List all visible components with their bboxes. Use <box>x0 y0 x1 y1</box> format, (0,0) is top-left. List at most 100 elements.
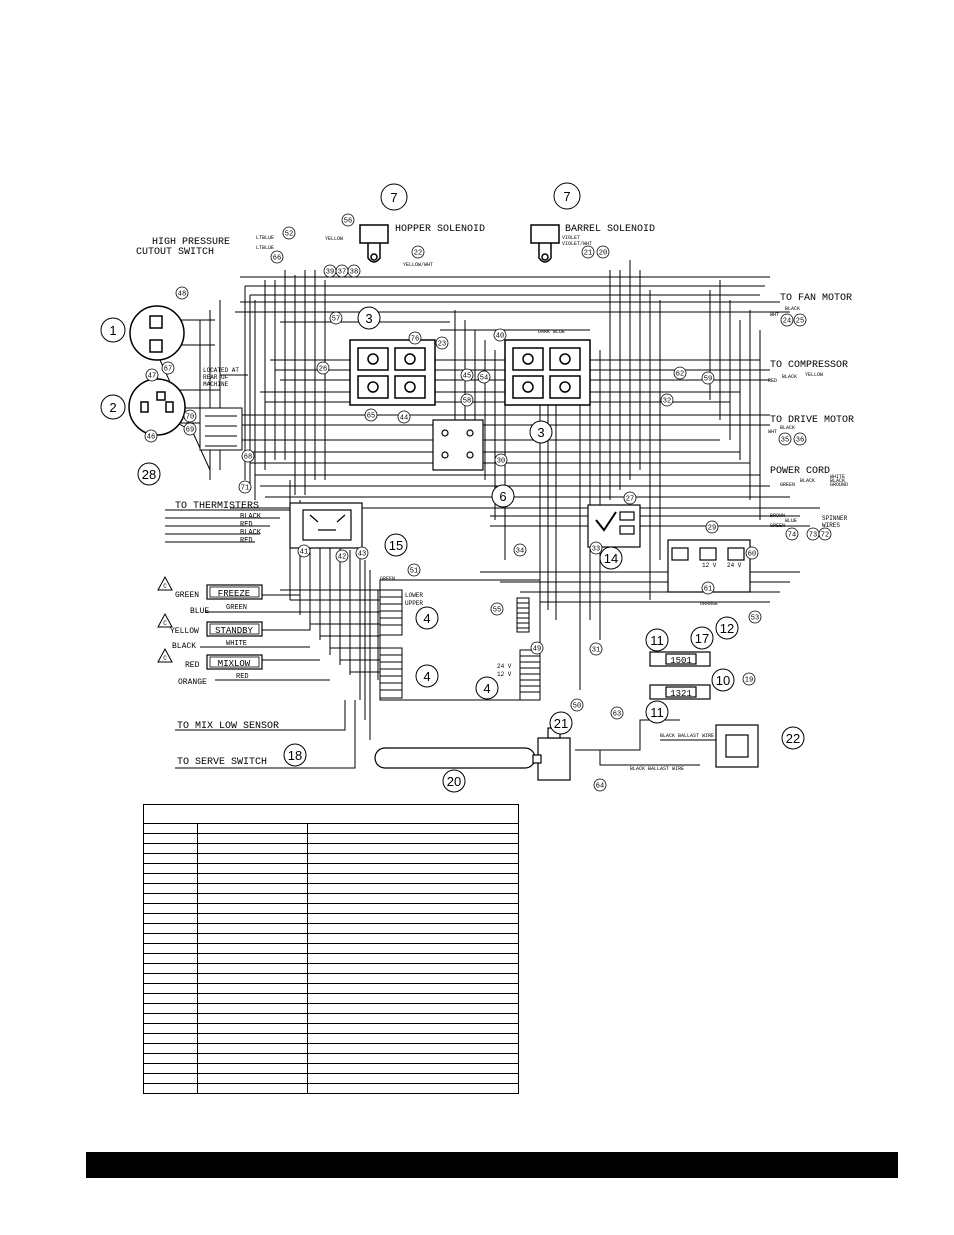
table-cell <box>196 823 308 834</box>
high-pressure-label: HIGH PRESSURE <box>152 237 230 248</box>
indicator-mixlow-display: MIXLOW <box>218 659 251 669</box>
table-row <box>143 1083 520 1094</box>
ballast-code-lower: 1321 <box>670 689 692 699</box>
black-label: BLACK <box>172 642 196 651</box>
located-label-1: LOCATED AT <box>203 367 239 374</box>
wire-color-label: GREEN <box>780 482 795 488</box>
wire-number: 38 <box>350 269 358 277</box>
table-row <box>143 1053 520 1064</box>
wire-number-circle <box>364 408 378 422</box>
callout-circle <box>690 626 714 650</box>
lower-label: LOWER <box>405 592 423 599</box>
table-cell <box>306 1033 520 1044</box>
wire-color-label: WHT <box>768 429 777 435</box>
wire-number-circle <box>570 698 584 712</box>
switch-6 <box>432 419 484 471</box>
barrel-solenoid-label: BARREL SOLENOID <box>565 224 655 235</box>
wire-number: 43 <box>358 551 366 559</box>
hopper-solenoid-label: HOPPER SOLENOID <box>395 224 485 235</box>
table-cell <box>143 873 198 884</box>
table-cell <box>143 1003 198 1014</box>
callout-number: 1 <box>109 323 116 338</box>
to-compressor-label: TO COMPRESSOR <box>770 360 848 371</box>
wiring-diagram: FREEZE STANDBY MIXLOW C C C HOPPER SOLEN… <box>100 182 854 793</box>
wire-number-circle <box>493 328 507 342</box>
callout-number: 3 <box>365 311 372 326</box>
table-cell <box>306 1003 520 1014</box>
wire-number-circle <box>705 520 719 534</box>
table-cell <box>143 1023 198 1034</box>
wire-color-label: WHITE <box>830 474 845 480</box>
callout-number: 18 <box>288 748 302 763</box>
table-row <box>143 1003 520 1014</box>
table-row <box>143 913 520 924</box>
wire-number-circle <box>660 393 674 407</box>
wire-number-circle <box>270 250 284 264</box>
wire-color-label: GREEN <box>770 523 785 529</box>
thermister-wire: RED <box>240 537 253 545</box>
relay-14 <box>587 504 641 548</box>
table-cell <box>143 863 198 874</box>
wire-number-circle <box>238 480 252 494</box>
to-fan-motor-label: TO FAN MOTOR <box>780 293 852 304</box>
transformer-22 <box>715 724 759 768</box>
table-cell <box>306 893 520 904</box>
spinner-label-1: SPINNER <box>822 515 848 522</box>
wire-number: 26 <box>319 366 327 374</box>
table-cell <box>143 1053 198 1064</box>
callout-number: 21 <box>554 716 568 731</box>
table-cell <box>196 1023 308 1034</box>
callout-number: 4 <box>423 611 430 626</box>
table-cell <box>196 903 308 914</box>
green-label: GREEN <box>175 591 199 600</box>
table-cell <box>196 973 308 984</box>
table-cell <box>143 833 198 844</box>
indicator-mixlow: MIXLOW <box>206 654 263 670</box>
table-cell <box>306 1063 520 1074</box>
wire-number-circle <box>748 610 762 624</box>
callout-circle <box>100 317 126 343</box>
wire-number-circle <box>435 336 449 350</box>
ballast-11-lower <box>649 684 711 700</box>
callout-circle <box>553 182 581 210</box>
located-label-3: MACHINE <box>203 381 229 388</box>
table-cell <box>143 1073 198 1084</box>
callout-number: 28 <box>142 467 156 482</box>
wire-number: 25 <box>796 318 804 326</box>
wire-number: 58 <box>463 398 471 406</box>
wire-number: 23 <box>438 341 446 349</box>
table-row <box>143 893 520 904</box>
orange-label: ORANGE <box>178 678 207 687</box>
table-cell <box>143 1013 198 1024</box>
table-cell <box>143 1063 198 1074</box>
table-cell <box>306 833 520 844</box>
wire-number-circle <box>144 429 158 443</box>
indicator-freeze: FREEZE <box>206 584 263 600</box>
footer-bar <box>86 1152 898 1178</box>
callout-number: 22 <box>786 731 800 746</box>
table-cell <box>196 893 308 904</box>
callout-circle <box>645 700 669 724</box>
wire-color-label: GREEN <box>380 576 395 582</box>
wire-number-circle <box>785 527 799 541</box>
table-cell <box>196 953 308 964</box>
table-cell <box>306 993 520 1004</box>
table-cell <box>196 853 308 864</box>
lamp-socket-21 <box>532 727 571 781</box>
callout-circle <box>283 743 307 767</box>
upper-label: UPPER <box>405 600 423 607</box>
table-cell <box>196 1043 308 1054</box>
wire-number: 60 <box>748 551 756 559</box>
wire-number-circle <box>335 549 349 563</box>
table-cell <box>143 933 198 944</box>
caution-letter: C <box>163 583 167 590</box>
table-cell <box>306 1023 520 1034</box>
wire-number-circle <box>183 422 197 436</box>
wire-number-circle <box>745 546 759 560</box>
wire-number: 34 <box>516 548 524 556</box>
blue-label: BLUE <box>190 607 209 616</box>
wire-number: 47 <box>148 373 156 381</box>
callout-number: 14 <box>604 551 618 566</box>
wire-number: 59 <box>704 376 712 384</box>
callout-number: 7 <box>563 189 570 204</box>
